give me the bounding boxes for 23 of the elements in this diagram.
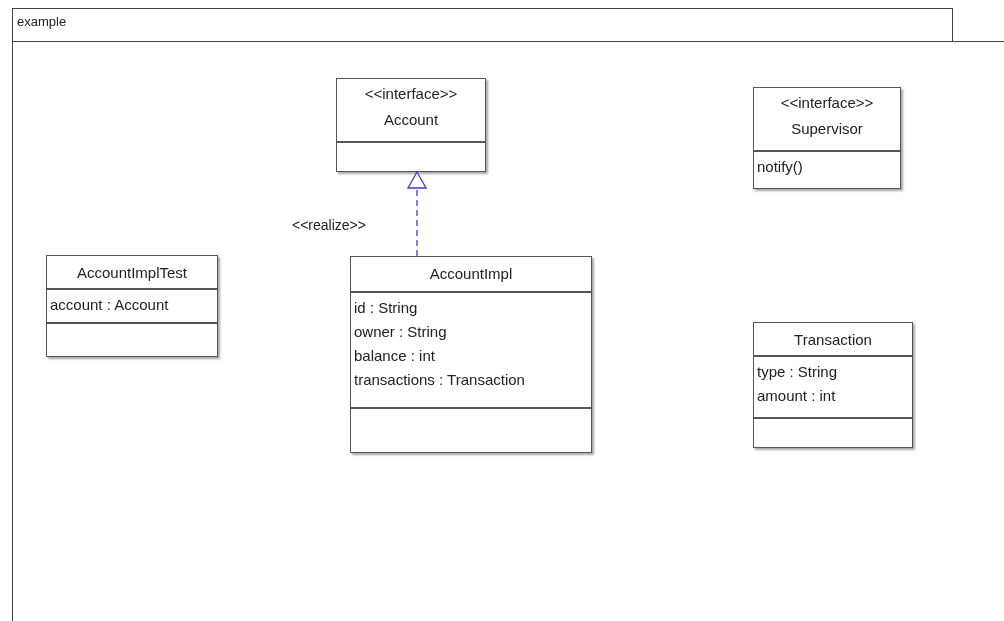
attribute: type : String	[757, 362, 838, 382]
class-box	[753, 87, 901, 189]
attribute: account : Account	[50, 295, 169, 315]
class-name: Transaction	[794, 330, 872, 350]
class-box	[46, 255, 218, 357]
package-frame	[12, 8, 1004, 621]
operation: notify()	[757, 157, 803, 177]
stereotype: <<interface>>	[780, 93, 874, 113]
class-name: Supervisor	[791, 119, 863, 139]
attribute: balance : int	[354, 346, 435, 366]
realization-arrow	[407, 171, 427, 257]
class-name: AccountImpl	[429, 264, 513, 284]
attribute: transactions : Transaction	[354, 370, 525, 390]
class-box	[336, 78, 486, 172]
attribute: amount : int	[757, 386, 836, 406]
package-name: example	[17, 14, 67, 29]
stereotype: <<interface>>	[364, 84, 458, 104]
class-box	[753, 322, 913, 448]
class-name: Account	[383, 110, 439, 130]
class-box	[350, 256, 592, 453]
attribute: owner : String	[354, 322, 447, 342]
class-name: AccountImplTest	[76, 263, 187, 283]
attribute: id : String	[354, 298, 418, 318]
